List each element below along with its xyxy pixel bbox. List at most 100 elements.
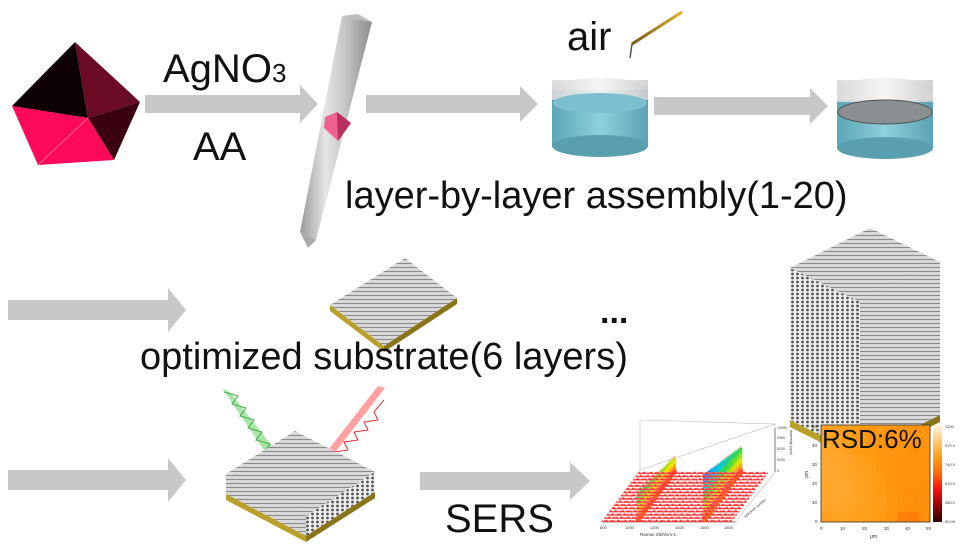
spectrum-peak: [668, 462, 672, 466]
spectrum-peak: [724, 465, 728, 473]
heatmap-cell: [875, 473, 887, 484]
spectrum-peak: [710, 477, 714, 487]
heatmap-cell: [831, 425, 844, 435]
heatmap-cell: [864, 434, 876, 445]
heatmap-cell: [842, 444, 854, 455]
spectrum-peak: [672, 460, 676, 465]
heatmap-cell: [919, 483, 931, 494]
heatmap-cell: [886, 512, 898, 523]
heatmap-cell: [908, 483, 920, 494]
arrow-1: [145, 85, 318, 123]
spectrum-peak: [641, 487, 645, 494]
spectrum-peak: [670, 473, 674, 478]
spectrum-peak: [731, 452, 736, 460]
spectrum-peak: [658, 475, 662, 481]
spectrum-peak: [710, 486, 714, 496]
arrow-row2: [8, 288, 186, 332]
spectrum-peak: [722, 459, 726, 468]
spectrum-peak: [651, 478, 655, 484]
heatmap-cell: [897, 444, 909, 455]
heatmap-cell: [831, 512, 844, 523]
heatmap-cell: [919, 512, 931, 523]
heatmap-cell: [853, 425, 865, 435]
colorbar-tick: 740.0: [945, 462, 956, 467]
spectrum-peak: [668, 476, 672, 481]
spectrum-peak: [712, 466, 716, 476]
reagent-agno3-label: AgNO3: [163, 47, 287, 91]
spectrum-peak: [736, 460, 740, 467]
ellipsis-label: ...: [600, 293, 628, 331]
heatmap-cell: [897, 454, 909, 465]
colorbar-tick: 1200: [945, 424, 955, 429]
spectrum-peak: [731, 465, 736, 472]
heatmap-cell: [897, 492, 909, 503]
heatmap-cell: [821, 434, 833, 445]
spectrum-trace: [616, 462, 747, 503]
heatmap-cell: [864, 463, 876, 474]
spectrum-peak: [658, 488, 662, 494]
spectrum-peak: [636, 510, 640, 517]
spectrum-peak: [712, 492, 716, 501]
sers-label: SERS: [445, 497, 554, 541]
spectrum-peak: [646, 503, 650, 510]
spectrum-peak: [668, 469, 672, 474]
spectrum-peak: [703, 483, 707, 494]
heatmap-cell: [831, 444, 844, 455]
heatmap-cell: [831, 483, 844, 494]
spectrum-peak: [660, 473, 664, 478]
colorbar-tick: 510.0: [945, 481, 956, 486]
heatmap-cell: [864, 483, 876, 494]
heatmap-cell: [853, 463, 865, 474]
layer-by-layer-label: layer-by-layer assembly(1-20): [345, 175, 848, 217]
heatmap-cell: [886, 425, 898, 435]
spectra-x-label: Raman Shift/cm-1: [640, 532, 677, 537]
heatmap-cell: [853, 434, 865, 445]
needle-icon: [629, 10, 683, 59]
spectrum-peak: [668, 465, 672, 470]
arrow-3: [654, 88, 828, 124]
spectra-y-ticks: 0 3100 6200 9300 12000: [777, 426, 787, 473]
decahedron-seed-icon: [12, 42, 140, 166]
spectrum-trace: [637, 445, 769, 475]
spectrum-peak: [715, 473, 719, 482]
spectrum-peak: [727, 456, 731, 464]
heatmap-cell: [821, 425, 833, 435]
heatmap-x-label: μm: [870, 534, 877, 540]
y-tick: 30: [812, 462, 818, 467]
spectrum-peak: [722, 467, 726, 475]
silver-nanowire-icon: [300, 14, 372, 248]
heatmap-cell: [919, 473, 931, 484]
spectrum-trace: [630, 451, 761, 484]
heatmap-cell: [853, 502, 865, 513]
spectrum-peak: [729, 461, 733, 468]
heatmap-cell: [864, 444, 876, 455]
heatmap-cell: [842, 492, 854, 503]
x-tick: 40: [905, 526, 911, 531]
spectrum-trace: [611, 465, 742, 510]
spectrum-peak: [670, 466, 674, 471]
spectrum-peak: [727, 463, 731, 471]
heatmap-cell: [831, 492, 844, 503]
spectrum-peak: [739, 447, 743, 454]
heatmap-cell: [875, 512, 887, 523]
x-tick: 1000: [625, 525, 635, 530]
heatmap-x-ticks: 0 10 20 30 40 50: [820, 526, 932, 531]
spectrum-peak: [653, 494, 657, 500]
heatmap-cell: [908, 444, 920, 455]
heatmap-y-label: μm: [804, 471, 810, 478]
heatmap-cell: [919, 463, 931, 474]
heatmap-cell: [908, 463, 920, 474]
spectrum-peak: [719, 461, 724, 470]
heatmap-y-ticks: 0 10 20 30 40 50: [812, 424, 818, 524]
y-tick: 6200: [777, 447, 785, 451]
y-tick: 0: [815, 519, 818, 524]
spectra-x-ticks: 800 1000 1200 1400 1600 1800: [600, 525, 734, 530]
spectrum-peak: [729, 467, 733, 475]
heatmap-cell: [864, 454, 876, 465]
spectrum-peak: [646, 488, 650, 494]
spectrum-trace: [601, 472, 733, 523]
spectrum-peak: [715, 489, 719, 499]
sers-spectra-chart: 800 1000 1200 1400 1600 1800 Raman Shift…: [600, 419, 794, 537]
colorbar: [933, 425, 942, 522]
heatmap-cell: [886, 454, 898, 465]
